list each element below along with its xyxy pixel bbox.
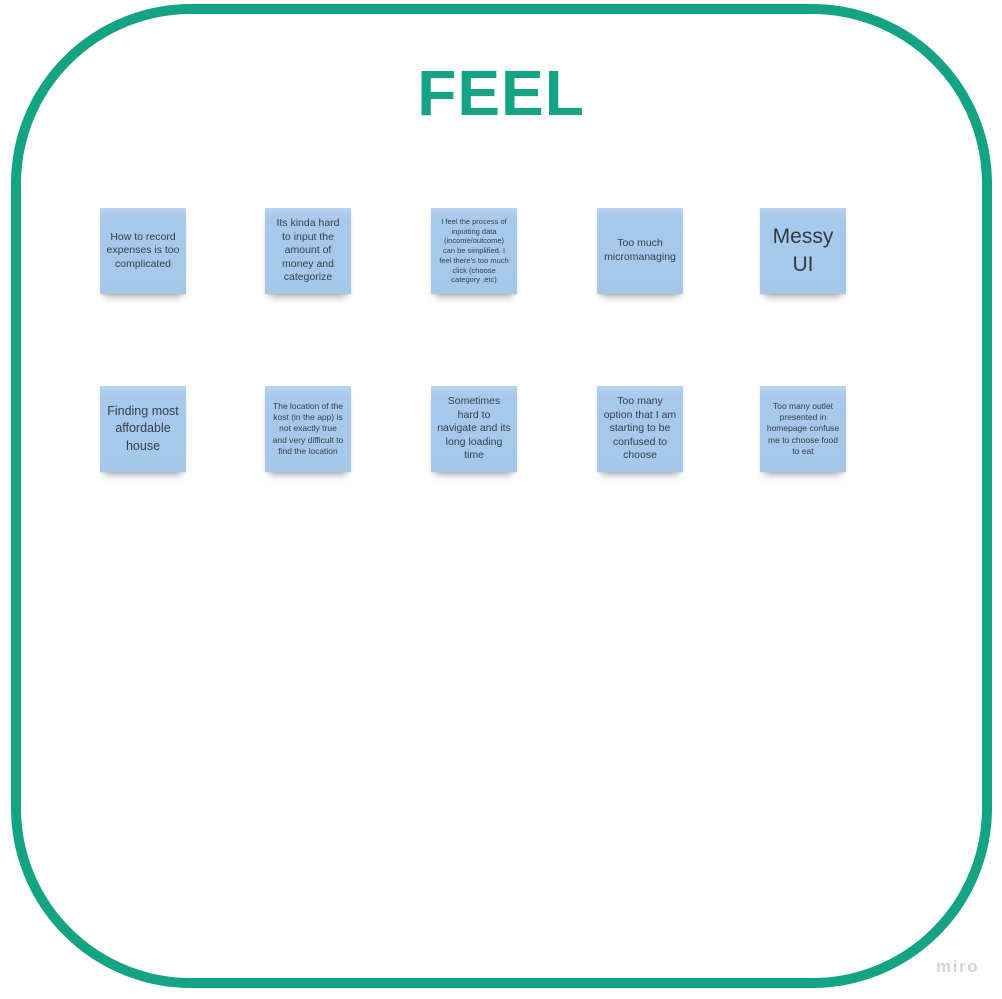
- sticky-note-text: Messy UI: [772, 224, 834, 276]
- sticky-note-text: I feel the process of inputting data (in…: [439, 216, 509, 285]
- sticky-note-text: Its kinda hard to input the amount of mo…: [276, 216, 340, 284]
- sticky-note-text: Finding most affordable house: [107, 403, 179, 453]
- sticky-note-text: Too many option that I am starting to be…: [603, 394, 677, 462]
- sticky-note-text: Too many outlet presented in homepage co…: [766, 401, 840, 456]
- sticky-note[interactable]: Messy UI: [760, 208, 846, 294]
- board-title: FEEL: [417, 57, 585, 129]
- sticky-note[interactable]: I feel the process of inputting data (in…: [431, 208, 517, 294]
- sticky-note[interactable]: Too many option that I am starting to be…: [597, 386, 683, 472]
- sticky-note-text: Too much micromanaging: [604, 237, 676, 263]
- sticky-note[interactable]: Too many outlet presented in homepage co…: [760, 386, 846, 472]
- sticky-note[interactable]: Finding most affordable house: [100, 386, 186, 472]
- sticky-note[interactable]: Sometimes hard to navigate and its long …: [431, 386, 517, 472]
- miro-watermark: miro: [936, 957, 979, 976]
- sticky-note-text: Sometimes hard to navigate and its long …: [437, 394, 511, 462]
- sticky-note-text: How to record expenses is too complicate…: [106, 230, 180, 270]
- sticky-note[interactable]: How to record expenses is too complicate…: [100, 208, 186, 294]
- sticky-note[interactable]: The location of the kost (in the app) is…: [265, 386, 351, 472]
- sticky-note[interactable]: Too much micromanaging: [597, 208, 683, 294]
- sticky-note[interactable]: Its kinda hard to input the amount of mo…: [265, 208, 351, 294]
- board-frame-border: [11, 4, 992, 988]
- sticky-note-text: The location of the kost (in the app) is…: [272, 401, 344, 456]
